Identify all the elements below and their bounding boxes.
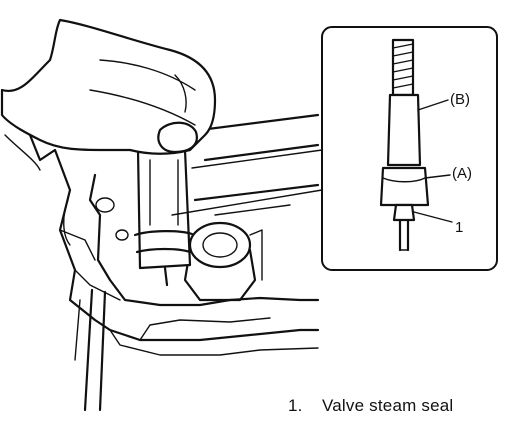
callout-b-leader	[417, 99, 449, 111]
leader-line	[191, 149, 323, 169]
caption-text: Valve steam seal	[322, 396, 454, 415]
callout-a-label: (A)	[452, 165, 472, 182]
callout-a-leader	[424, 174, 451, 179]
leader-line	[171, 189, 323, 216]
callout-1-label: 1	[455, 219, 463, 236]
caption-number: 1.	[288, 396, 303, 415]
figure-caption: 1. Valve steam seal	[288, 396, 453, 416]
inset-tool-detail	[379, 38, 430, 252]
hand	[0, 18, 217, 171]
installer-tool	[133, 148, 194, 287]
cylinder-head	[18, 108, 320, 412]
callout-1-leader	[413, 211, 453, 223]
callout-b-label: (B)	[450, 91, 470, 108]
